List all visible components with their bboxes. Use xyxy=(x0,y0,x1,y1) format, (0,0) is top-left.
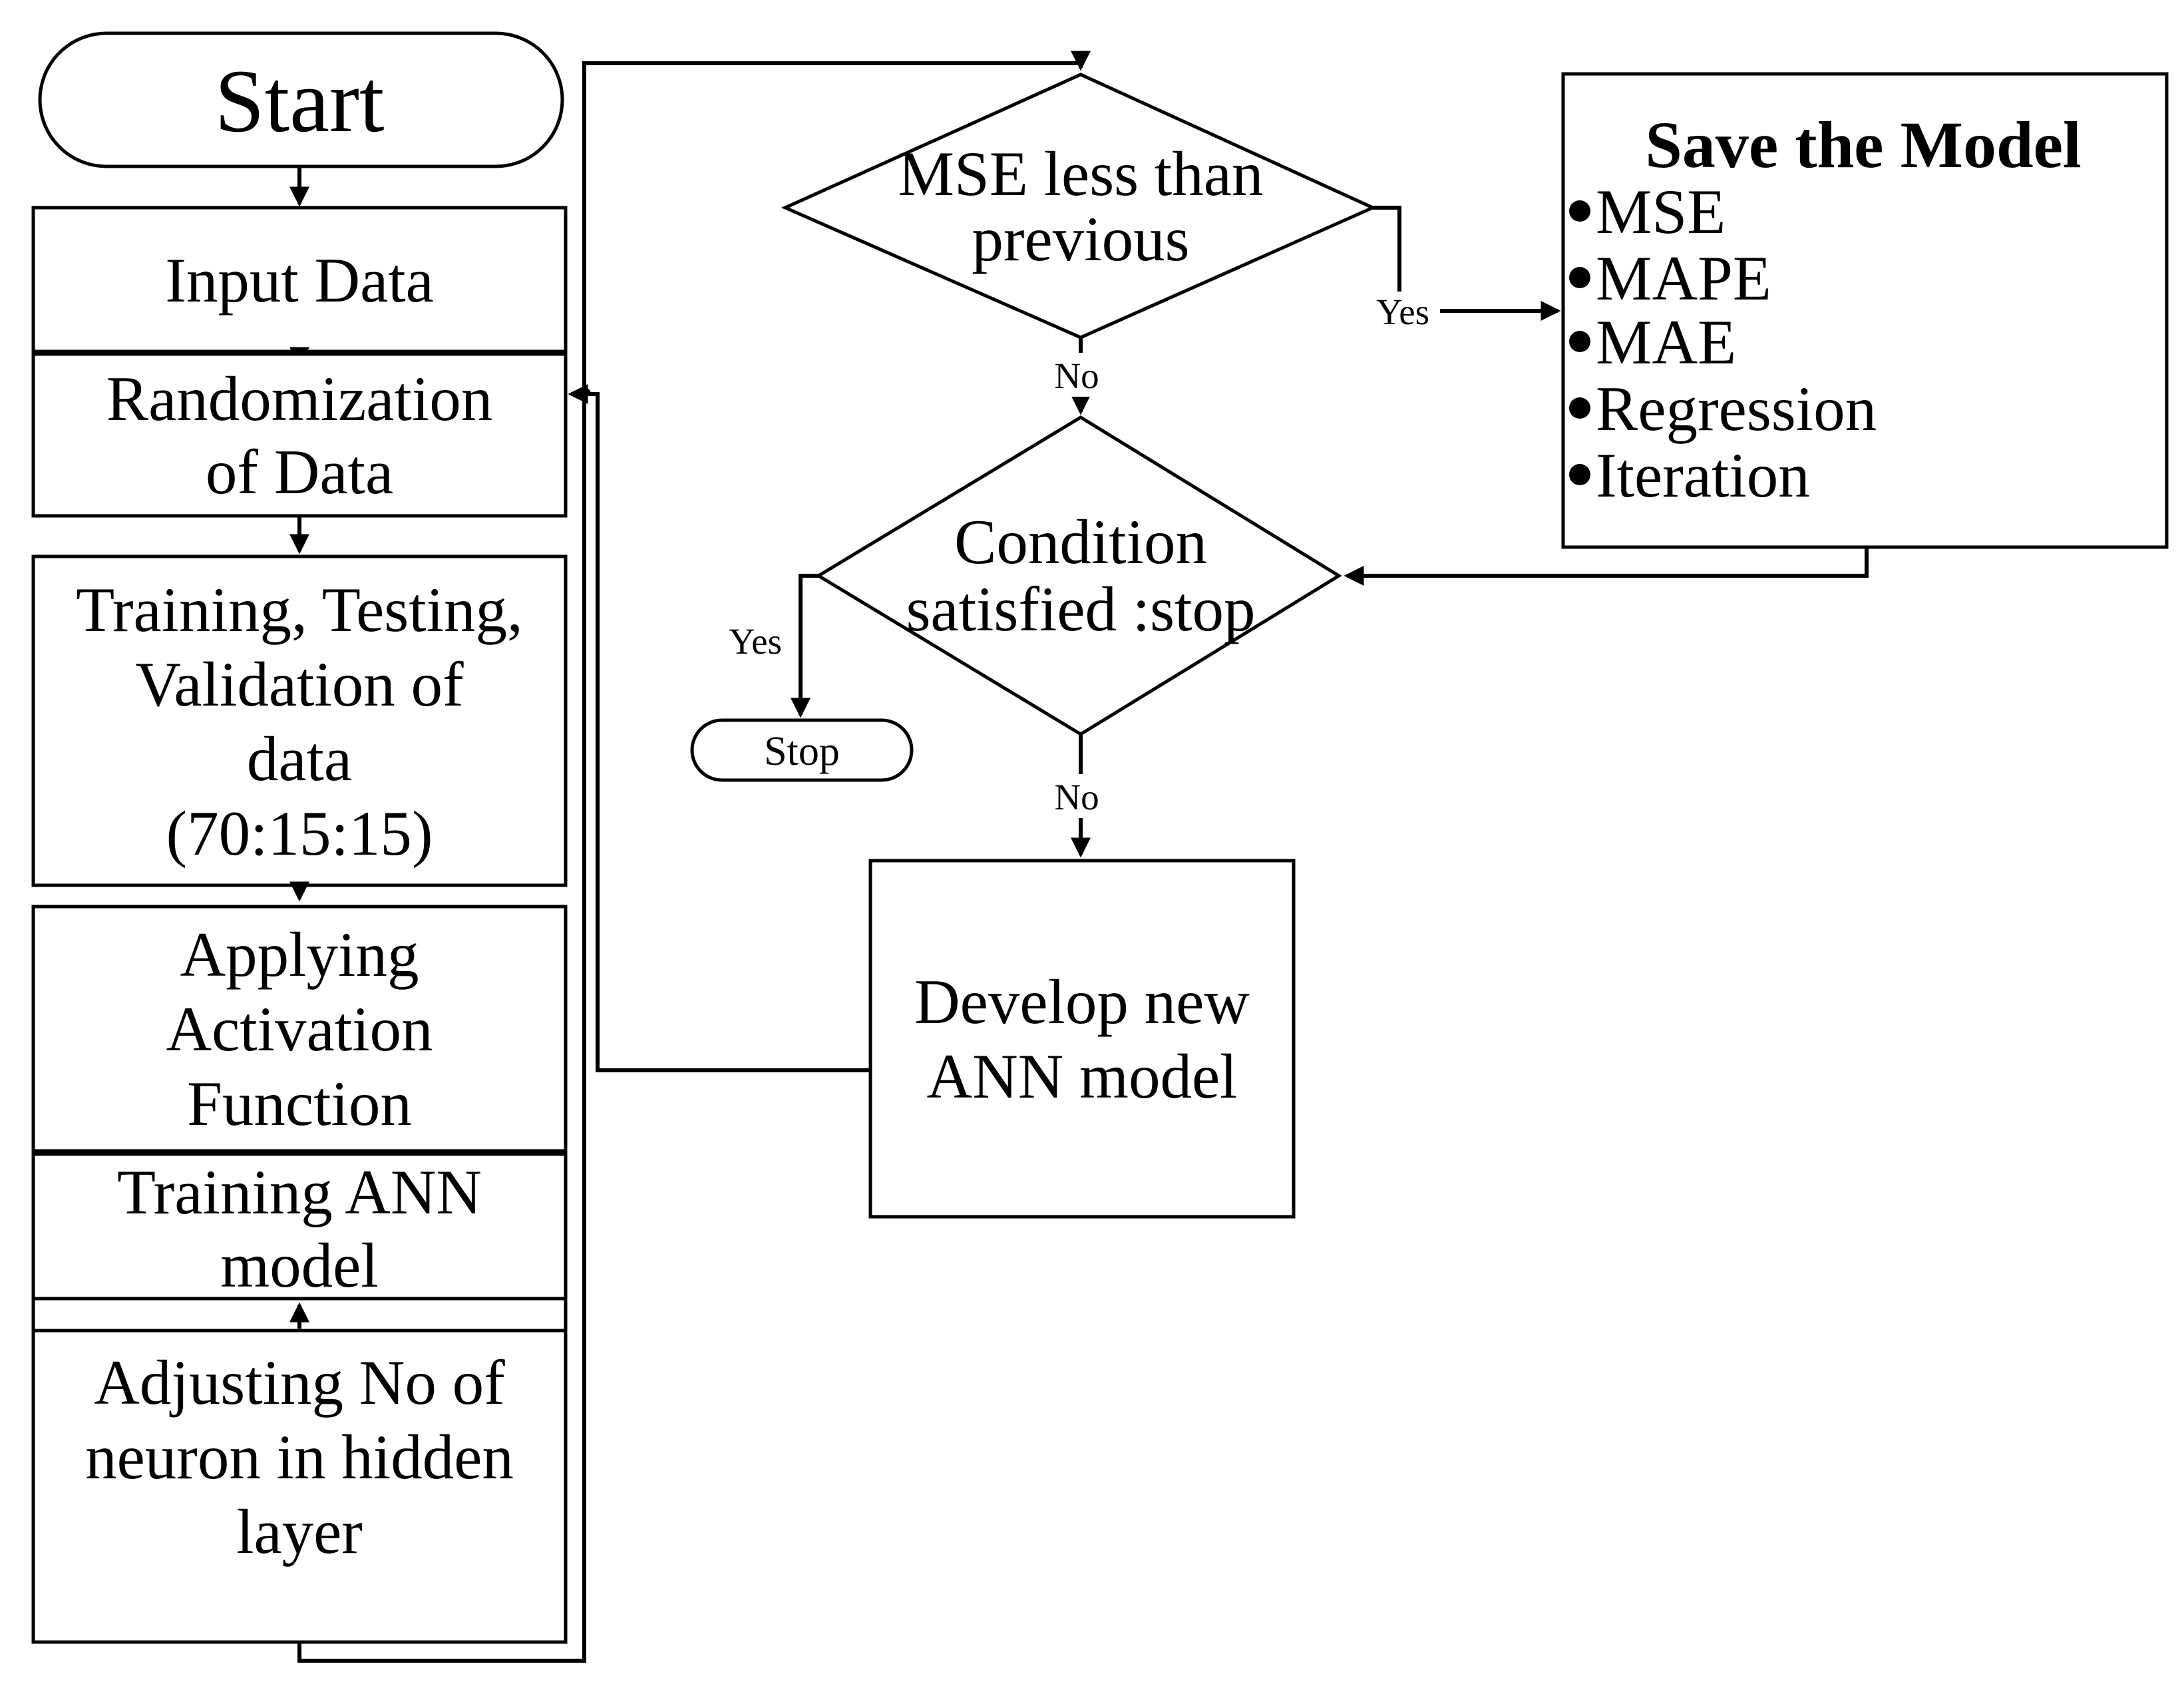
split-data-line3: data xyxy=(247,724,352,794)
bullet-dot xyxy=(1569,464,1590,485)
bullet-dot xyxy=(1569,200,1590,222)
mse-decision-line2: previous xyxy=(972,204,1189,274)
bullet-dot xyxy=(1569,331,1590,352)
split-data-line1: Training, Testing, xyxy=(76,574,523,645)
develop-line2: ANN model xyxy=(926,1041,1237,1112)
training-ann-box xyxy=(31,1152,568,1301)
randomization-line2: of Data xyxy=(206,437,393,507)
edge-condition-yes xyxy=(791,574,819,718)
save-item-iteration: Iteration xyxy=(1596,440,1810,511)
adjusting-box xyxy=(31,1329,568,1644)
mse-yes-label-bg xyxy=(1365,292,1440,331)
activation-line3: Function xyxy=(187,1068,412,1139)
condition-line1: Condition xyxy=(954,507,1207,577)
split-data-line2: Validation of xyxy=(135,649,464,720)
split-data-box xyxy=(31,554,568,887)
input-data-label: Input Data xyxy=(165,245,434,316)
mse-no-label: No xyxy=(1054,355,1099,396)
stop-terminator xyxy=(690,718,914,782)
input-data-box xyxy=(31,206,568,353)
edge-adjusting-to-mse xyxy=(297,51,1091,1663)
save-model-box xyxy=(1561,72,2169,549)
develop-box xyxy=(868,859,1296,1219)
edge-mse-yes xyxy=(1373,206,1561,321)
condition-no-label: No xyxy=(1054,777,1099,817)
edge-develop-to-randomization xyxy=(568,384,870,1072)
training-ann-line1: Training ANN xyxy=(117,1157,482,1227)
save-item-mae: MAE xyxy=(1596,307,1736,377)
bullet-dot xyxy=(1569,397,1590,419)
develop-node: Develop new ANN model xyxy=(868,859,1296,1219)
edge-save-to-condition xyxy=(1344,547,1869,586)
adjusting-line1: Adjusting No of xyxy=(94,1347,505,1418)
adjusting-line3: layer xyxy=(236,1496,363,1567)
activation-box xyxy=(31,905,568,1153)
start-terminator xyxy=(38,31,564,168)
save-item-regression: Regression xyxy=(1596,373,1877,444)
training-ann-line2: model xyxy=(220,1230,378,1301)
activation-line1: Applying xyxy=(180,919,419,990)
activation-line2: Activation xyxy=(166,994,433,1064)
save-model-title: Save the Model xyxy=(1645,108,2081,182)
left-column: Start Input Data Randomization of Data T… xyxy=(31,31,568,1644)
condition-no-label-bg xyxy=(1038,774,1121,818)
bullet-dot xyxy=(1569,267,1590,288)
condition-decision: Condition satisfied :stop xyxy=(815,415,1342,736)
save-model-node: Save the Model MSE MAPE MAE Regression I… xyxy=(1561,72,2169,549)
save-item-mape: MAPE xyxy=(1596,243,1771,314)
condition-line2: satisfied :stop xyxy=(906,574,1255,644)
save-item-mse: MSE xyxy=(1596,176,1726,247)
stop-label: Stop xyxy=(764,729,840,774)
adjusting-line2: neuron in hidden xyxy=(85,1422,514,1492)
mse-decision: MSE less than previous xyxy=(781,73,1377,339)
feedback-lines xyxy=(297,51,1091,1663)
stop-node: Stop xyxy=(690,718,914,782)
develop-line1: Develop new xyxy=(914,966,1250,1037)
mse-no-label-bg xyxy=(1038,353,1121,397)
mse-yes-label: Yes xyxy=(1376,292,1429,332)
start-label: Start xyxy=(215,52,385,151)
split-data-line4: (70:15:15) xyxy=(166,798,433,869)
randomization-line1: Randomization xyxy=(106,363,492,434)
mse-decision-line1: MSE less than xyxy=(898,138,1264,209)
condition-yes-label: Yes xyxy=(729,621,782,662)
